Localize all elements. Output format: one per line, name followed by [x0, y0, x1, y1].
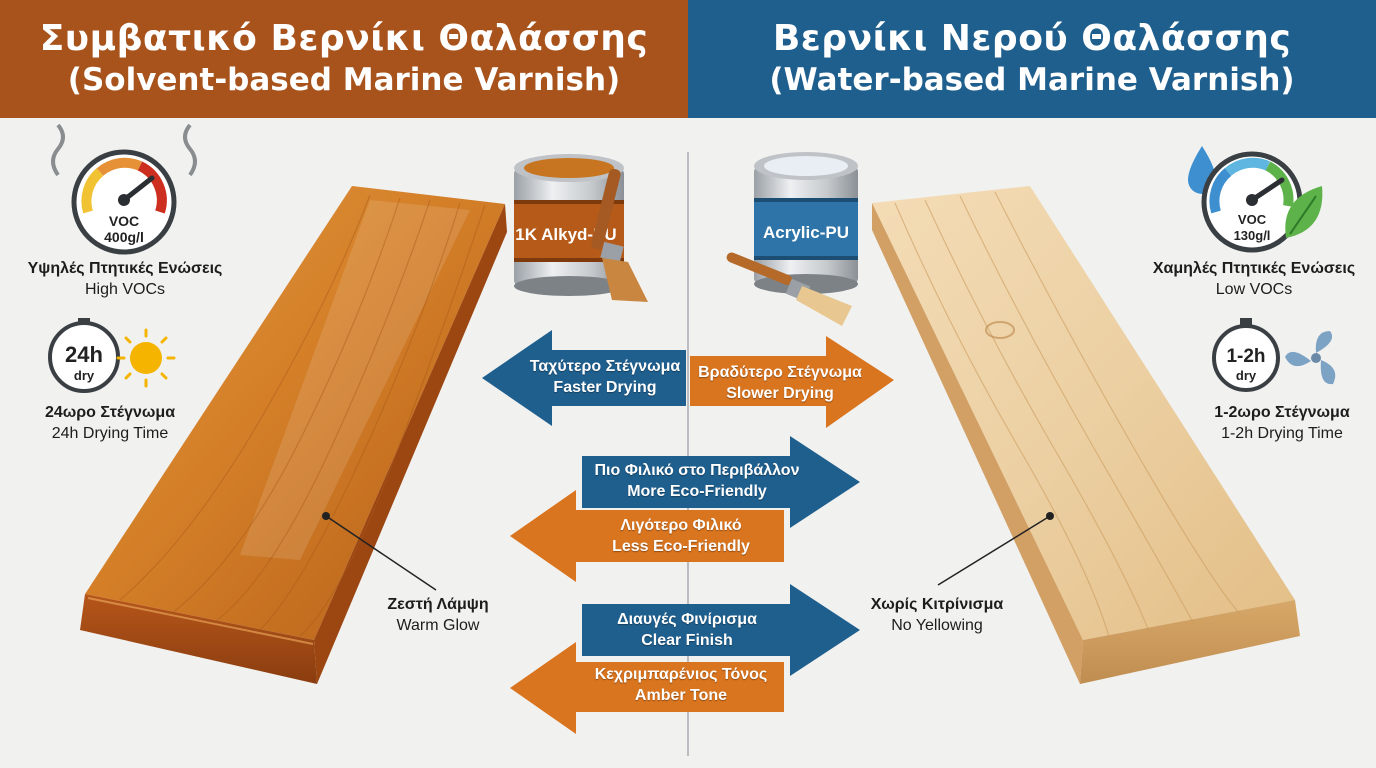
left-drying-icon-text: 24h [65, 342, 103, 367]
1-2h-drying-english: 1-2h Drying Time [1221, 425, 1343, 442]
amber-tone-greek: Κεχριμπαρένιος Τόνος [594, 666, 768, 683]
amber-tone-arrow [510, 642, 784, 734]
warm-glow-english: Warm Glow [396, 617, 480, 634]
right-voc-gauge-value: 130g/l [1234, 228, 1271, 243]
slower-drying-english: Slower Drying [726, 385, 834, 402]
less-eco-friendly-english: Less Eco-Friendly [612, 538, 750, 555]
low-voc-english: Low VOCs [1215, 281, 1293, 298]
solvent-header: Συμβατικό Βερνίκι Θαλάσσης (Solvent-base… [0, 0, 688, 118]
warm-glow-label: Ζεστή Λάμψη Warm Glow [358, 594, 518, 636]
24h-drying-greek: 24ωρο Στέγνωμα [44, 404, 176, 421]
24h-drying-english: 24h Drying Time [51, 425, 169, 442]
high-voc-gauge-icon: VOC 400g/l [51, 123, 197, 255]
more-eco-friendly-greek: Πιο Φιλικό στο Περιβάλλον [594, 462, 800, 479]
sun-icon [116, 328, 176, 388]
fan-icon [1285, 331, 1336, 385]
low-voc-gauge-icon: VOC 130g/l [1188, 146, 1323, 253]
amber-varnished-plank [80, 186, 507, 684]
warm-glow-greek: Ζεστή Λάμψη [387, 596, 489, 613]
right-drying-icon-text: 1-2h [1226, 346, 1265, 367]
alkyd-can-label: 1K Alkyd-PU [515, 225, 616, 244]
1-2h-drying-greek: 1-2ωρο Στέγνωμα [1214, 404, 1350, 421]
light-varnished-plank [872, 186, 1300, 684]
solvent-title-greek: Συμβατικό Βερνίκι Θαλάσσης [39, 18, 649, 59]
slower-drying-arrow [690, 336, 894, 428]
low-voc-label: Χαμηλές Πτητικές Ενώσεις Low VOCs [1136, 258, 1372, 300]
stopwatch-icon: 1-2h dry [1212, 318, 1280, 392]
slower-drying-greek: Βραδύτερο Στέγνωμα [698, 364, 862, 381]
acrylic-paint-can: Acrylic-PU [726, 152, 858, 326]
no-yellowing-pointer [937, 512, 1054, 586]
low-voc-greek: Χαμηλές Πτητικές Ενώσεις [1152, 260, 1356, 277]
slower-drying-label: Βραδύτερο Στέγνωμα Slower Drying [690, 362, 870, 404]
24h-drying-label: 24ωρο Στέγνωμα 24h Drying Time [10, 402, 210, 444]
water-title-greek: Βερνίκι Νερού Θαλάσσης [772, 18, 1292, 59]
amber-tone-english: Amber Tone [634, 687, 728, 704]
center-divider [687, 152, 689, 756]
left-drying-icon-sub: dry [74, 368, 95, 383]
right-voc-gauge-text: VOC [1238, 212, 1267, 227]
no-yellowing-greek: Χωρίς Κιτρίνισμα [870, 596, 1004, 613]
more-eco-friendly-label: Πιο Φιλικό στο Περιβάλλον More Eco-Frien… [582, 460, 812, 502]
more-eco-friendly-english: More Eco-Friendly [627, 483, 767, 500]
left-voc-gauge-text: VOC [109, 213, 139, 229]
faster-drying-greek: Ταχύτερο Στέγνωμα [529, 358, 681, 375]
acrylic-can-label: Acrylic-PU [763, 223, 849, 242]
clear-finish-arrow [582, 584, 860, 676]
no-yellowing-english: No Yellowing [891, 617, 983, 634]
high-voc-label: Υψηλές Πτητικές Ενώσεις High VOCs [10, 258, 240, 300]
less-eco-friendly-greek: Λιγότερο Φιλικό [620, 517, 742, 534]
less-eco-friendly-label: Λιγότερο Φιλικό Less Eco-Friendly [578, 515, 784, 557]
left-voc-gauge-value: 400g/l [104, 229, 144, 245]
less-eco-friendly-arrow [510, 490, 784, 582]
more-eco-friendly-arrow [582, 436, 860, 528]
faster-drying-label: Ταχύτερο Στέγνωμα Faster Drying [520, 356, 690, 398]
24h-clock-icon: 24h dry [48, 318, 120, 393]
clear-finish-label: Διαυγές Φινίρισμα Clear Finish [582, 609, 792, 651]
no-yellowing-label: Χωρίς Κιτρίνισμα No Yellowing [854, 594, 1020, 636]
faster-drying-english: Faster Drying [553, 379, 657, 396]
1-2h-drying-label: 1-2ωρο Στέγνωμα 1-2h Drying Time [1182, 402, 1376, 444]
high-voc-english: High VOCs [84, 281, 166, 298]
amber-tone-label: Κεχριμπαρένιος Τόνος Amber Tone [578, 664, 784, 706]
warm-glow-pointer [322, 512, 437, 591]
high-voc-greek: Υψηλές Πτητικές Ενώσεις [27, 260, 223, 277]
water-title-english: (Water-based Marine Varnish) [769, 62, 1295, 98]
solvent-title-english: (Solvent-based Marine Varnish) [67, 62, 621, 98]
faster-drying-arrow [482, 330, 686, 426]
clear-finish-english: Clear Finish [641, 632, 733, 649]
right-drying-icon-sub: dry [1236, 368, 1257, 383]
clear-finish-greek: Διαυγές Φινίρισμα [617, 611, 757, 628]
water-header: Βερνίκι Νερού Θαλάσσης (Water-based Mari… [688, 0, 1376, 118]
alkyd-paint-can: 1K Alkyd-PU [514, 154, 648, 302]
